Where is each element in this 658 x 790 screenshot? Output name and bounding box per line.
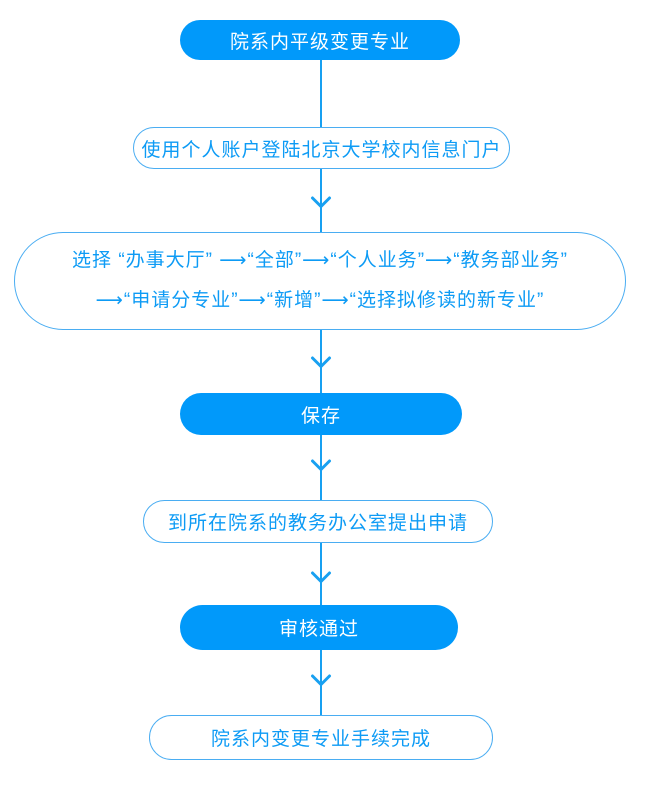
node-menu-path-line2: ⟶“申请分专业”⟶“新增”⟶“选择拟修读的新专业” <box>95 290 545 311</box>
node-login-portal-label: 使用个人账户登陆北京大学校内信息门户 <box>141 139 502 161</box>
connector-submit-approved <box>311 543 331 605</box>
node-review-approved: 审核通过 <box>180 605 458 650</box>
arrow-down-icon <box>311 356 331 368</box>
node-review-approved-label: 审核通过 <box>278 619 359 640</box>
node-submit-application-label: 到所在院系的教务办公室提出申请 <box>167 513 468 534</box>
node-login-portal: 使用个人账户登陆北京大学校内信息门户 <box>133 127 510 169</box>
connector-login-menu <box>311 169 331 232</box>
node-start-label: 院系内平级变更专业 <box>229 31 410 53</box>
connector-save-submit <box>311 435 331 500</box>
node-complete-label: 院系内变更专业手续完成 <box>210 729 431 750</box>
node-submit-application: 到所在院系的教务办公室提出申请 <box>143 500 493 543</box>
connector-approved-complete <box>311 650 331 715</box>
connector-start-login <box>320 60 322 127</box>
arrow-down-icon <box>311 674 331 686</box>
node-menu-path-line1: 选择 “办事大厅” ⟶“全部”⟶“个人业务”⟶“教务部业务” <box>72 250 568 271</box>
node-save-label: 保存 <box>300 405 341 427</box>
connector-menu-save <box>311 330 331 393</box>
arrow-down-icon <box>311 196 331 208</box>
arrow-down-icon <box>311 459 331 471</box>
node-complete: 院系内变更专业手续完成 <box>149 715 493 760</box>
node-save: 保存 <box>180 393 462 435</box>
arrow-down-icon <box>311 571 331 583</box>
node-start: 院系内平级变更专业 <box>180 20 460 60</box>
node-menu-path: 选择 “办事大厅” ⟶“全部”⟶“个人业务”⟶“教务部业务” ⟶“申请分专业”⟶… <box>14 232 626 330</box>
